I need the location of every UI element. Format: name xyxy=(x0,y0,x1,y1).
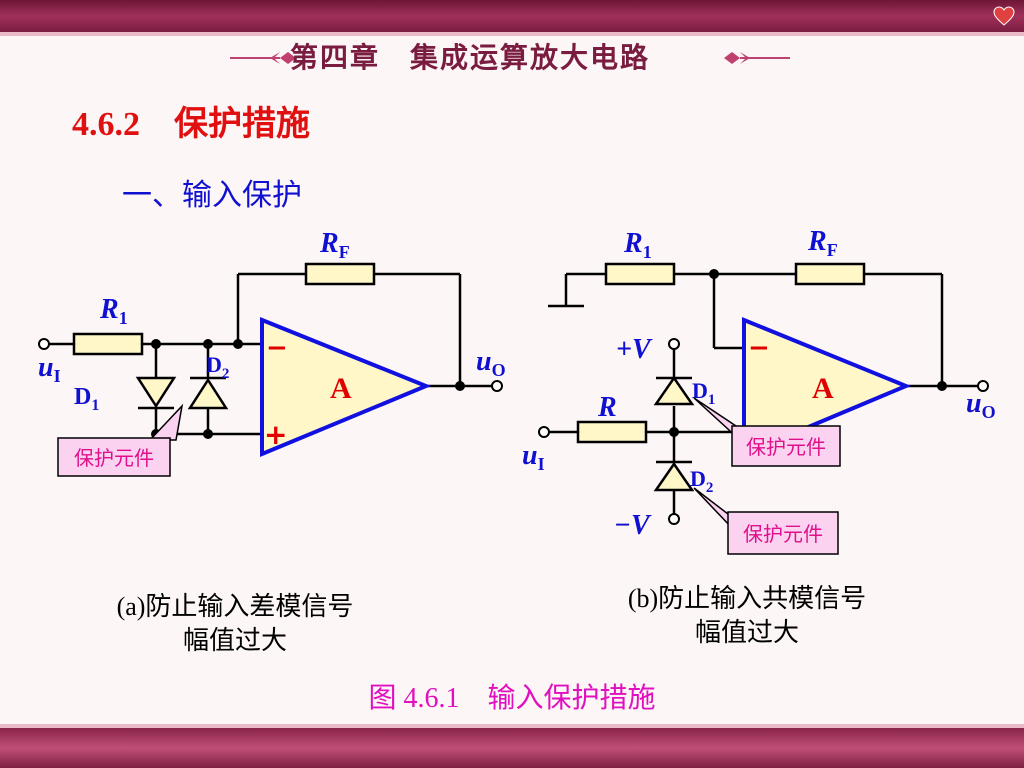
circuit-b-rf-label: RF xyxy=(807,226,838,260)
circuit-a-callout-text: 保护元件 xyxy=(74,446,154,470)
caption-b-line2: 幅值过大 xyxy=(694,618,799,647)
circuit-a-output-terminal xyxy=(491,380,503,392)
circuit-b-resistor-r xyxy=(576,420,648,444)
circuit-b-amp-label: A xyxy=(812,372,834,405)
circuit-b-resistor-rf xyxy=(794,262,866,286)
circuit-b-pos-supply-label: +V xyxy=(616,334,653,365)
section-title: 4.6.2 保护措施 xyxy=(72,106,310,143)
circuit-b-minus-sign: − xyxy=(748,333,770,363)
circuit-a-r1-label: R1 xyxy=(99,294,128,328)
subsection-title: 一、输入保护 xyxy=(122,178,302,213)
bottom-bar xyxy=(0,728,1024,768)
caption-a-line1: (a)防止输入差模信号 xyxy=(116,592,354,621)
circuit-a: A − + RF R1 D1 D2 uI uO 保护元件 xyxy=(38,228,506,477)
circuit-b-r1-label: R1 xyxy=(623,228,652,262)
circuit-a-diode-d1 xyxy=(135,376,177,410)
circuit-b-d2-label: D2 xyxy=(690,466,713,496)
bottom-stripe xyxy=(0,724,1024,728)
circuit-b-uo-label: uO xyxy=(966,388,996,422)
circuit-b-neg-supply-label: −V xyxy=(614,510,652,541)
circuit-b-pos-supply-terminal xyxy=(668,338,680,350)
circuit-a-ui-label: uI xyxy=(38,352,61,386)
circuit-a-amp-label: A xyxy=(330,372,352,405)
circuit-a-rf-label: RF xyxy=(319,228,350,262)
circuit-a-resistor-r1 xyxy=(72,332,144,356)
circuit-b-input-terminal xyxy=(538,426,550,438)
caption-b-line1: (b)防止输入共模信号 xyxy=(627,584,867,613)
heart-icon xyxy=(993,6,1015,26)
circuit-a-d2-label: D2 xyxy=(206,352,229,382)
circuit-b-callout1-text: 保护元件 xyxy=(746,435,826,459)
figure-caption: 图 4.6.1 输入保护措施 xyxy=(368,683,656,714)
circuit-b-output-terminal xyxy=(977,380,989,392)
circuit-a-d1-label: D1 xyxy=(74,384,99,414)
caption-b: (b)防止输入共模信号 幅值过大 xyxy=(582,582,912,650)
circuit-b-d1-label: D1 xyxy=(692,378,715,408)
circuit-b-callout2-box xyxy=(727,511,839,555)
circuit-b-callout2-text: 保护元件 xyxy=(743,522,823,546)
circuit-a-minus-sign: − xyxy=(266,333,288,363)
circuit-a-op-amp xyxy=(260,317,432,457)
circuit-b-callout1-box xyxy=(731,425,841,467)
caption-a-line2: 幅值过大 xyxy=(182,626,287,655)
top-title-bar xyxy=(0,0,1024,32)
top-stripe xyxy=(0,32,1024,36)
circuit-b-diode-d2 xyxy=(653,460,695,492)
circuit-a-diode-d2 xyxy=(187,376,229,410)
circuit-a-uo-label: uO xyxy=(476,346,506,380)
circuit-b-r-label: R xyxy=(597,392,617,423)
chapter-banner-ornament xyxy=(230,52,790,64)
circuit-b: A − R1 RF R +V −V D1 D2 uI uO 保护元件 保护元件 xyxy=(522,226,996,555)
circuit-b-resistor-r1 xyxy=(604,262,676,286)
circuit-b-ui-label: uI xyxy=(522,440,545,474)
caption-a: (a)防止输入差模信号 幅值过大 xyxy=(70,590,400,658)
circuit-b-diode-d1 xyxy=(653,375,695,406)
circuit-a-callout-box xyxy=(57,437,171,477)
chapter-title: 第四章 集成运算放大电路 xyxy=(290,41,651,74)
circuit-a-resistor-rf xyxy=(304,262,376,286)
circuit-b-op-amp xyxy=(742,317,912,458)
circuit-b-neg-supply-terminal xyxy=(668,513,680,525)
circuit-a-plus-sign: + xyxy=(264,418,287,451)
circuit-a-input-terminal xyxy=(38,338,50,350)
